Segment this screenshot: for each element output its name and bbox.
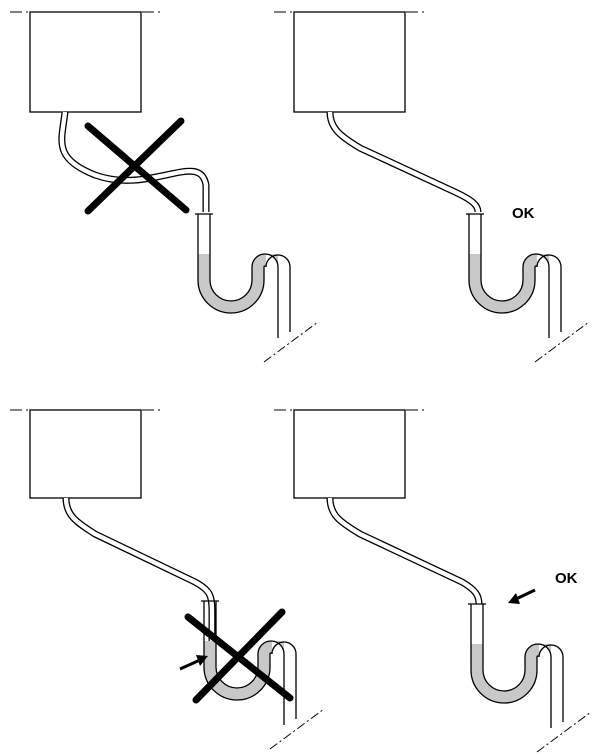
arrow-icon xyxy=(179,655,208,671)
drain-hose xyxy=(326,497,483,605)
sink-trap xyxy=(465,213,590,363)
appliance-body xyxy=(293,11,406,113)
cross-icon xyxy=(84,117,190,215)
drain-hose xyxy=(326,111,482,213)
appliance-body xyxy=(29,11,142,113)
appliance-body xyxy=(293,409,406,499)
ok-label: OK xyxy=(555,570,578,587)
drain-hose xyxy=(62,497,216,668)
panel-top-right: OK xyxy=(274,11,590,363)
arrow-icon xyxy=(508,588,536,604)
sink-trap xyxy=(194,213,319,363)
sink-trap xyxy=(467,603,592,753)
cross-icon xyxy=(184,608,294,704)
appliance-body xyxy=(29,409,142,499)
panel-bottom-right: OK xyxy=(274,409,592,753)
panel-bottom-left xyxy=(10,409,325,750)
panel-top-left xyxy=(10,11,319,363)
ok-label: OK xyxy=(512,205,535,222)
